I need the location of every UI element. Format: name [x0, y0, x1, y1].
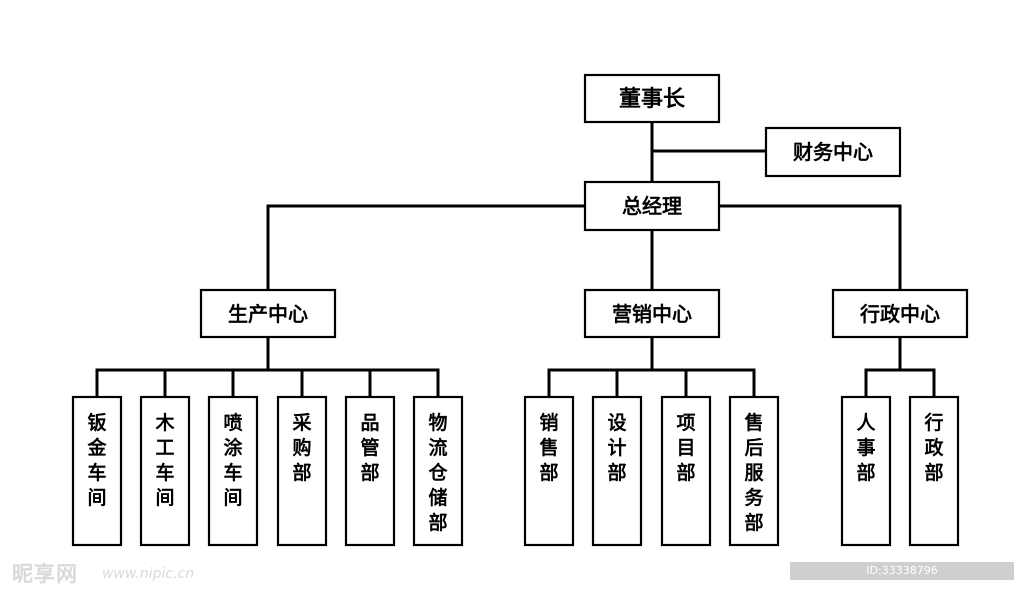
marketing-dept-label: 销售部 — [538, 411, 558, 484]
connector-lines — [95, 120, 936, 399]
production-dept-box — [71, 395, 123, 547]
marketing-dept-box — [523, 395, 575, 547]
production-dept-label: 喷涂车间 — [223, 412, 242, 509]
production-dept-box — [412, 395, 464, 547]
finance-center-label: 财务中心 — [793, 140, 873, 164]
watermark-id-badge: ID:33338796 NO:20210825105805387101 — [790, 562, 1014, 595]
marketing-dept-label: 售后服务部 — [743, 411, 764, 534]
finance-center-box — [764, 126, 902, 178]
production-dept-box — [207, 395, 259, 547]
production-dept-label: 物流仓储部 — [427, 411, 448, 534]
admin-center-label: 行政中心 — [859, 302, 940, 326]
marketing-center-label: 营销中心 — [612, 302, 692, 326]
general-manager-box — [583, 180, 721, 232]
admin-dept-label: 行政部 — [923, 411, 944, 484]
watermark-url: www.nipic.cn — [102, 566, 195, 582]
general-manager-label: 总经理 — [622, 194, 682, 218]
marketing-dept-box — [728, 395, 780, 547]
production-dept-box — [344, 395, 396, 547]
production-dept-label: 采购部 — [292, 412, 311, 484]
admin-dept-box — [840, 395, 892, 547]
marketing-dept-box — [660, 395, 712, 547]
production-dept-label: 品管部 — [360, 412, 379, 484]
production-center-label: 生产中心 — [228, 302, 308, 326]
watermark-logo: 昵享网 — [12, 562, 78, 586]
production-dept-box — [276, 395, 328, 547]
admin-dept-box — [908, 395, 960, 547]
production-center-box — [199, 288, 337, 339]
marketing-dept-label: 项目部 — [676, 412, 695, 484]
marketing-center-box — [583, 288, 721, 339]
marketing-dept-label: 设计部 — [607, 412, 626, 484]
chairman-box — [583, 73, 721, 124]
production-dept-label: 木工车间 — [154, 411, 175, 509]
production-dept-label: 钣金车间 — [86, 411, 107, 509]
admin-center-box — [831, 288, 969, 339]
admin-dept-label: 人事部 — [856, 412, 876, 484]
marketing-dept-box — [591, 395, 643, 547]
production-dept-box — [139, 395, 191, 547]
chairman-label: 董事长 — [619, 86, 686, 112]
